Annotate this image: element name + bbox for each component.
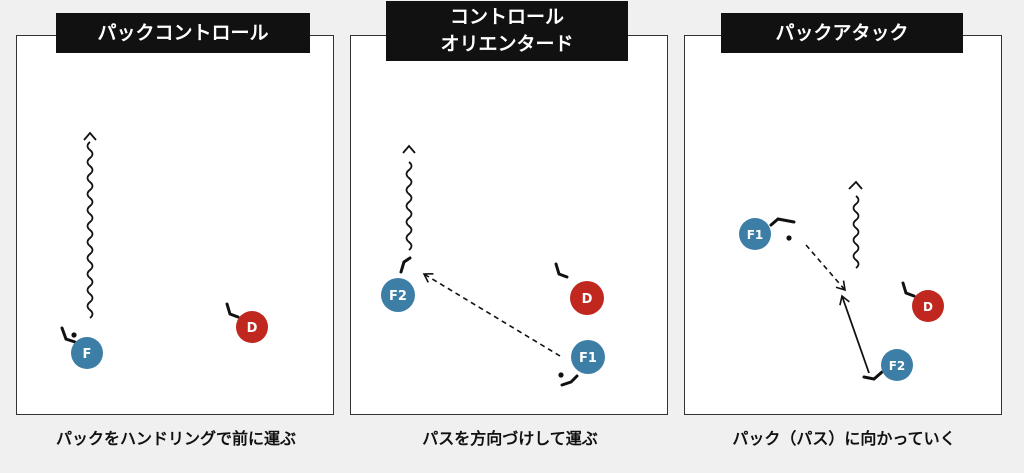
panel-control-orientado <box>350 35 668 415</box>
player-f1-label: F1 <box>747 228 764 242</box>
panel-2-caption: パスを方向づけして運ぶ <box>422 429 598 448</box>
player-d-label: D <box>582 292 593 307</box>
hockey-stick-icon <box>901 281 916 298</box>
player-d-label: D <box>923 300 933 314</box>
panel-3-caption: パック（パス）に向かっていく <box>732 429 956 448</box>
arrowhead-icon <box>83 131 97 141</box>
player-f2-label: F2 <box>889 359 906 373</box>
hockey-stick-icon <box>399 256 412 274</box>
puck-carry-wavy-path <box>86 141 94 319</box>
player-d-label: D <box>247 321 258 336</box>
puck-icon <box>786 235 792 241</box>
player-f1: F1 <box>739 218 771 250</box>
pass-dashed-arrow <box>805 244 846 292</box>
skate-arrow <box>839 294 870 374</box>
arrowhead-icon <box>402 144 416 154</box>
pass-dashed-arrow <box>422 273 561 357</box>
panel-3-title: パックアタック <box>721 13 963 53</box>
player-d: D <box>912 290 944 322</box>
puck-icon <box>558 372 564 378</box>
player-d: D <box>570 281 604 315</box>
panel-1-caption: パックをハンドリングで前に運ぶ <box>55 429 296 448</box>
player-f2-label: F2 <box>389 289 407 304</box>
player-f2: F2 <box>381 278 415 312</box>
hockey-stick-icon <box>560 374 579 387</box>
hockey-stick-icon <box>862 370 884 381</box>
puck-carry-wavy-path <box>852 195 860 269</box>
panel-1-title: パックコントロール <box>56 13 310 53</box>
player-f: F <box>71 337 103 369</box>
hockey-stick-icon <box>60 326 77 344</box>
player-f1: F1 <box>571 340 605 374</box>
panel-puck-attack <box>684 35 1002 415</box>
hockey-stick-icon <box>554 262 569 279</box>
panel-2-title-line-1: コントロール <box>449 6 564 28</box>
player-f2: F2 <box>881 349 913 381</box>
panel-1-title-line: パックコントロール <box>97 22 269 44</box>
player-d: D <box>236 311 268 343</box>
puck-icon <box>71 332 77 338</box>
panel-puck-control <box>16 35 334 415</box>
panel-2-title: コントロール オリエンタード <box>386 1 628 61</box>
player-f1-label: F1 <box>579 351 597 366</box>
arrowhead-icon <box>848 180 863 190</box>
panel-3-title-line: パックアタック <box>775 22 909 44</box>
puck-carry-wavy-path <box>405 161 413 251</box>
hockey-stick-icon <box>225 302 240 319</box>
panel-2-title-line-2: オリエンタード <box>440 33 574 55</box>
player-f-label: F <box>83 347 92 362</box>
hockey-stick-icon <box>769 217 796 227</box>
